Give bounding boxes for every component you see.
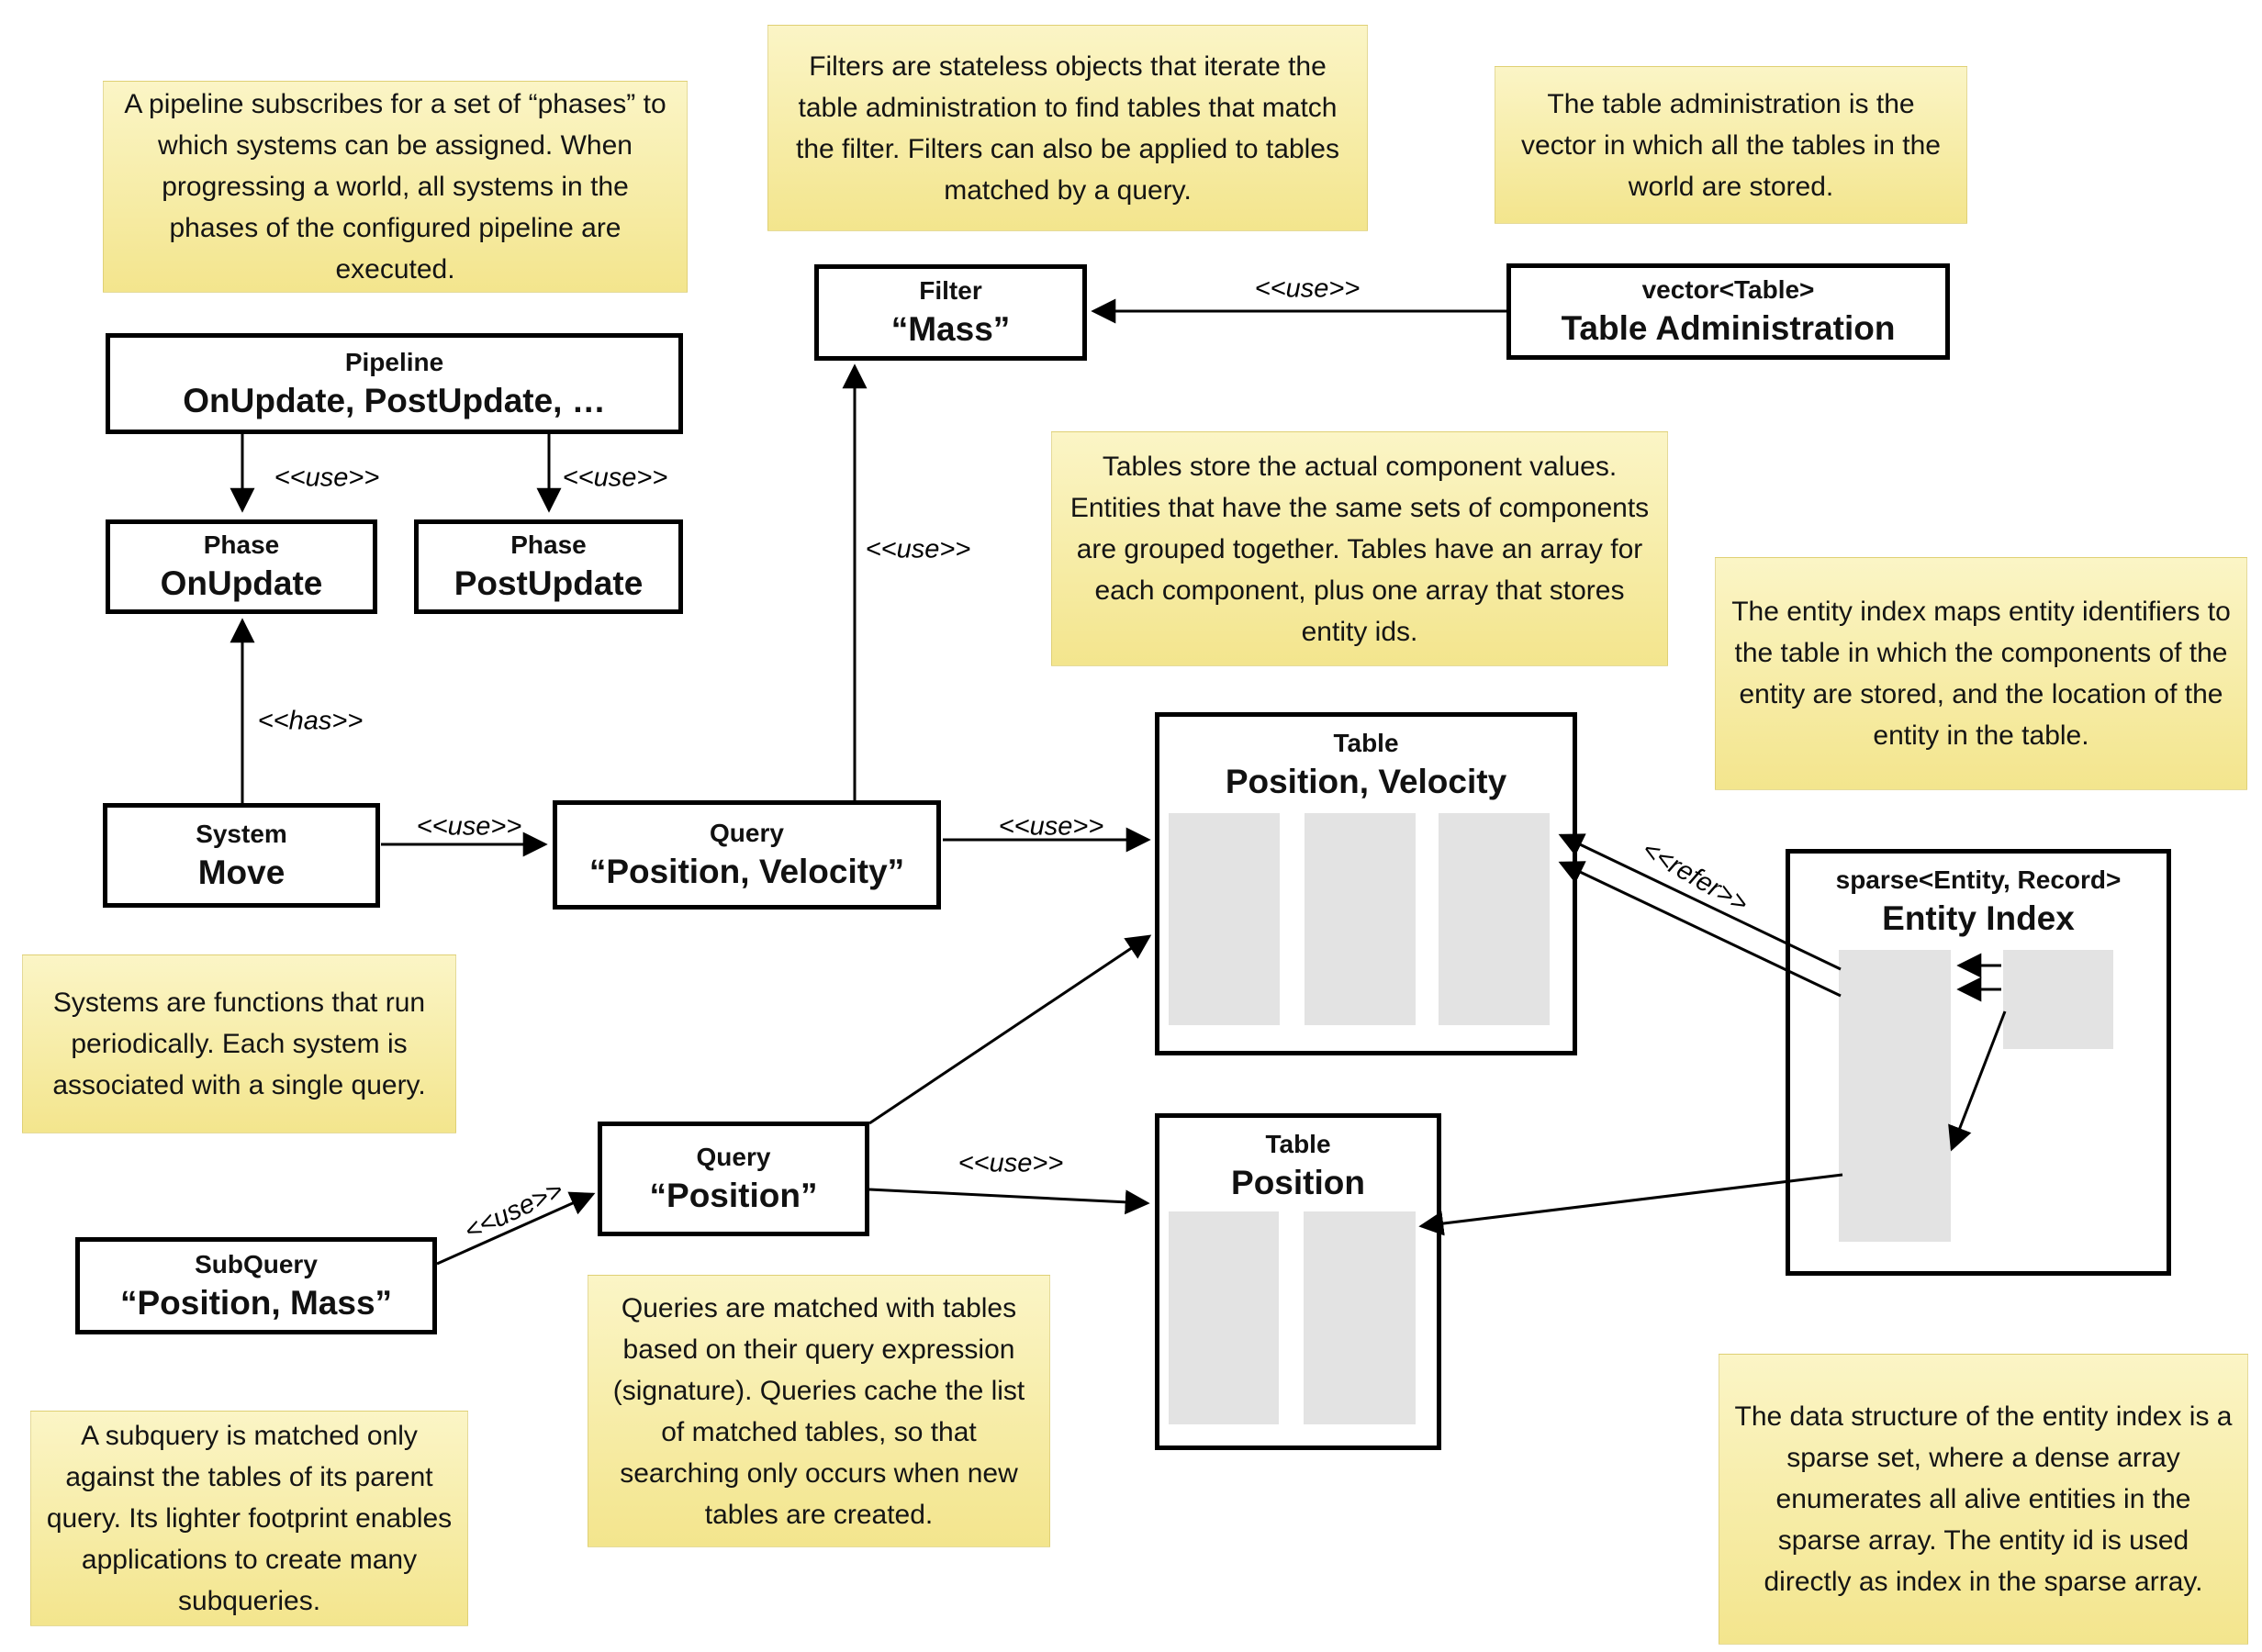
component-array-2 (1305, 813, 1416, 1025)
node-name: OnUpdate (160, 564, 323, 602)
label-use-query-filter: <<use>> (865, 534, 971, 564)
node-stereotype: Filter (919, 276, 982, 305)
note-entity-index: The entity index maps entity identifiers… (1715, 557, 2247, 790)
note-sparse-set: The data structure of the entity index i… (1719, 1354, 2248, 1645)
sparse-array (1839, 950, 1951, 1242)
node-table-position-velocity: Table Position, Velocity (1155, 712, 1577, 1055)
note-tables: Tables store the actual component values… (1051, 431, 1668, 666)
node-stereotype: Table (1265, 1130, 1331, 1158)
note-filters: Filters are stateless objects that itera… (767, 25, 1368, 231)
node-stereotype: Table (1333, 729, 1399, 757)
node-filter-mass: Filter “Mass” (814, 264, 1087, 361)
node-phase-postupdate: Phase PostUpdate (414, 519, 683, 614)
node-name: “Position, Velocity” (588, 853, 905, 890)
node-name: “Position” (649, 1177, 818, 1214)
arrow-queryp-to-tablepv (868, 934, 1152, 1125)
note-pipeline: A pipeline subscribes for a set of “phas… (103, 81, 688, 293)
note-subquery: A subquery is matched only against the t… (30, 1411, 468, 1626)
node-name: Position (1231, 1164, 1365, 1201)
node-stereotype: Query (696, 1143, 771, 1171)
label-use-querypv-tablepv: <<use>> (998, 811, 1104, 842)
component-array-2 (1304, 1211, 1416, 1424)
node-name: Position, Velocity (1225, 763, 1507, 800)
label-use-system-query: <<use>> (416, 811, 522, 842)
component-array-1 (1169, 1211, 1279, 1424)
component-array-3 (1439, 813, 1550, 1025)
label-use-subquery-queryp: <<use>> (460, 1175, 568, 1247)
node-subquery-position-mass: SubQuery “Position, Mass” (75, 1237, 437, 1334)
node-name: Move (197, 853, 286, 891)
component-array-1 (1169, 813, 1280, 1025)
arrow-queryp-to-tablep (868, 1188, 1150, 1215)
node-name: “Position, Mass” (119, 1283, 393, 1322)
note-table-admin: The table administration is the vector i… (1495, 66, 1967, 224)
note-systems: Systems are functions that run periodica… (22, 954, 456, 1133)
node-stereotype: Query (710, 819, 784, 847)
node-stereotype: System (196, 819, 287, 848)
node-stereotype: SubQuery (195, 1249, 318, 1278)
node-name: PostUpdate (454, 564, 644, 602)
node-name: “Mass” (890, 310, 1011, 348)
node-stereotype: sparse<Entity, Record> (1835, 865, 2122, 894)
node-stereotype: Pipeline (344, 347, 444, 376)
label-use-pipeline-onupdate: <<use>> (274, 463, 380, 493)
node-name: Table Administration (1561, 309, 1896, 347)
node-name: OnUpdate, PostUpdate, … (183, 381, 606, 419)
node-phase-onupdate: Phase OnUpdate (106, 519, 377, 614)
node-stereotype: Phase (203, 530, 280, 559)
node-system-move: System Move (103, 803, 380, 908)
label-use-queryp-tablep: <<use>> (957, 1148, 1064, 1178)
label-use-admin-filter: <<use>> (1254, 273, 1361, 304)
dense-array (2003, 950, 2113, 1049)
label-has-system-phase: <<has>> (257, 706, 364, 736)
node-query-position: Query “Position” (598, 1122, 869, 1236)
label-refer-entityindex: <<refer>> (1637, 834, 1753, 920)
node-table-administration: vector<Table> Table Administration (1506, 263, 1950, 360)
node-stereotype: vector<Table> (1641, 275, 1815, 304)
node-name: Entity Index (1882, 899, 2075, 937)
node-entity-index: sparse<Entity, Record> Entity Index (1786, 849, 2171, 1276)
node-pipeline: Pipeline OnUpdate, PostUpdate, … (106, 333, 683, 434)
arrow-entityindex-to-tablep (1418, 1173, 1843, 1236)
label-use-pipeline-postupdate: <<use>> (562, 463, 668, 493)
note-queries: Queries are matched with tables based on… (588, 1275, 1050, 1547)
node-stereotype: Phase (510, 530, 587, 559)
node-table-position: Table Position (1155, 1113, 1441, 1450)
node-query-position-velocity: Query “Position, Velocity” (553, 800, 941, 910)
